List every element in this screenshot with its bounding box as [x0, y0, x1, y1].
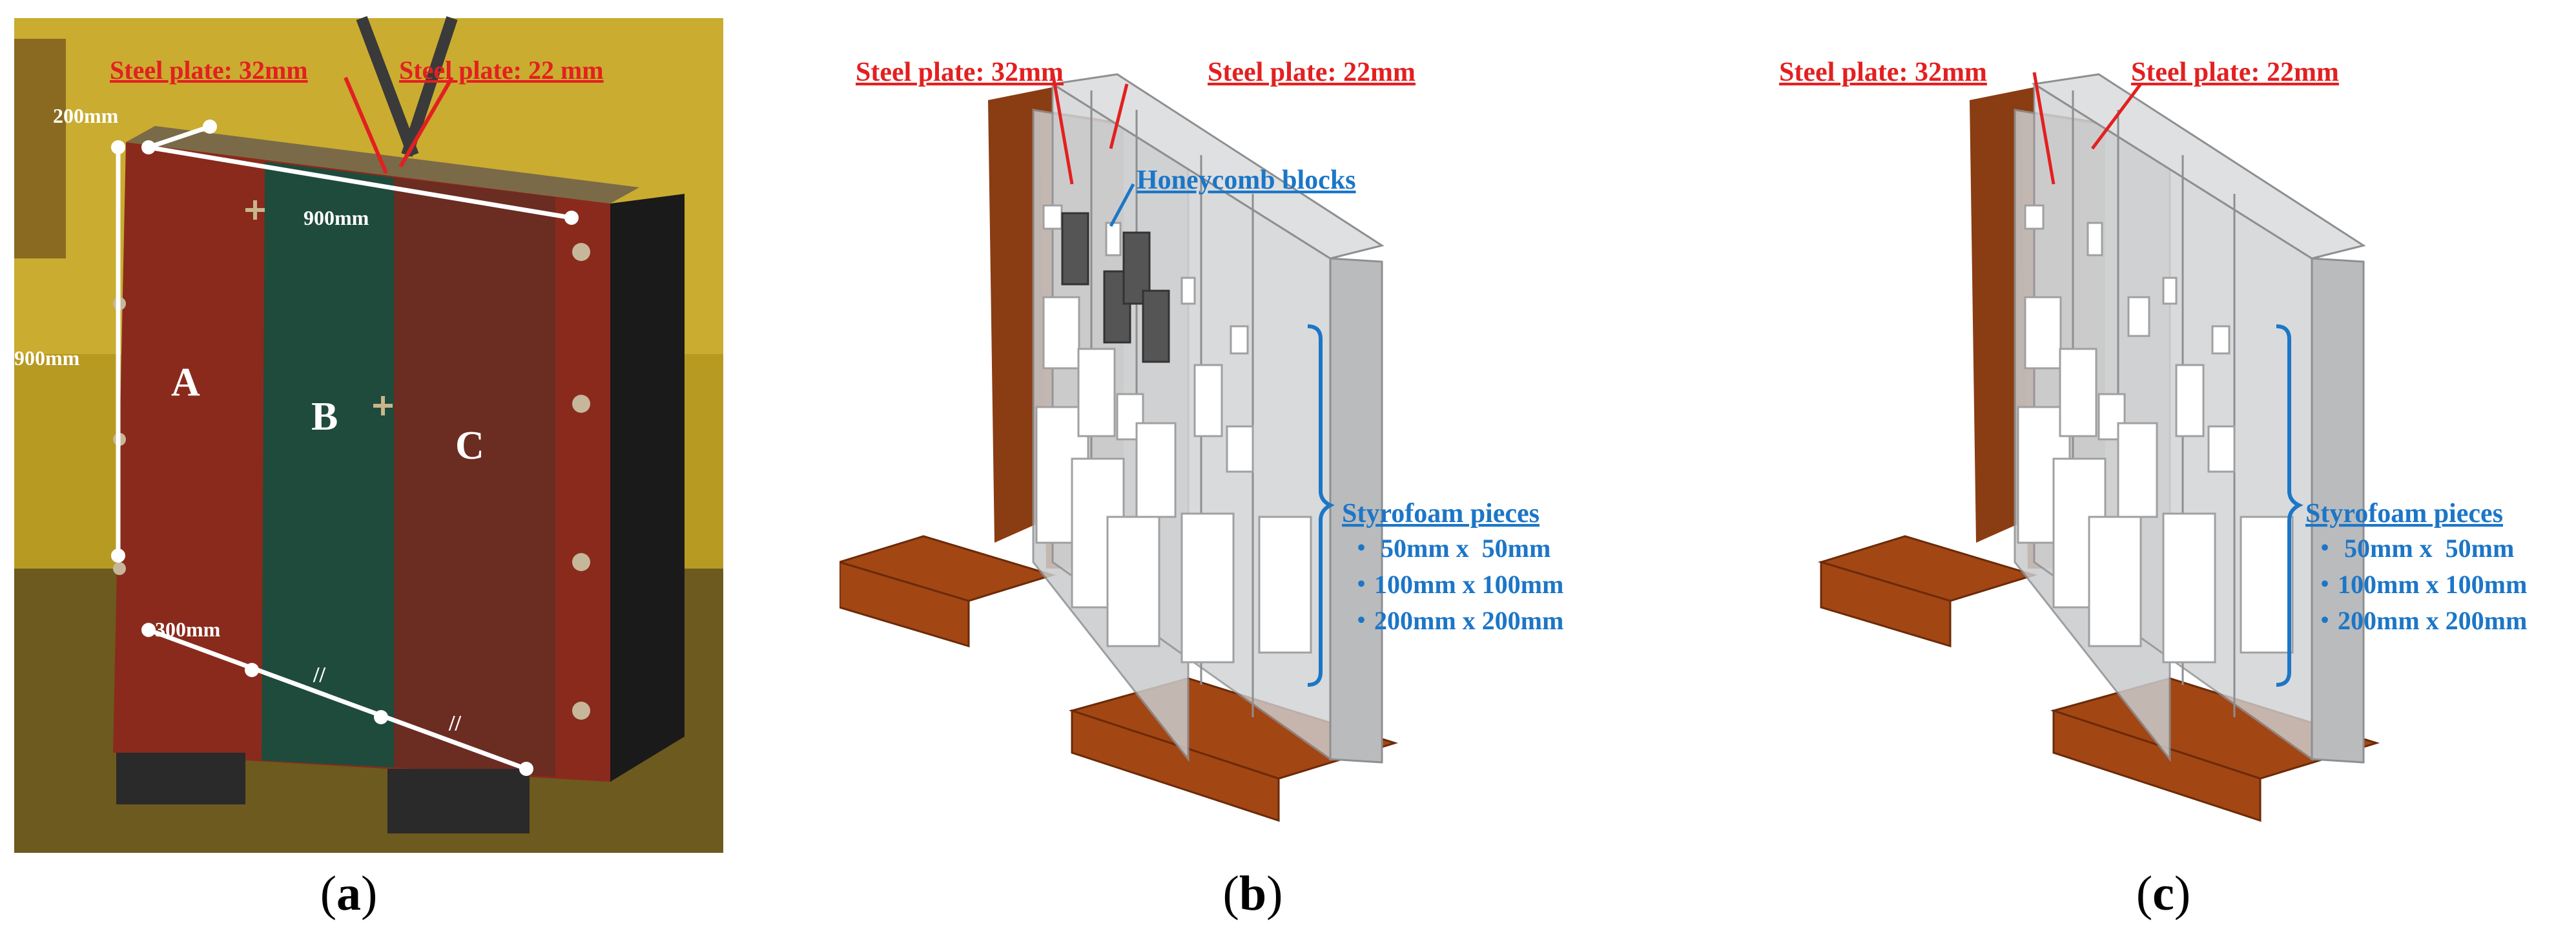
crosshair-marks	[245, 200, 393, 415]
glass-top	[2031, 73, 2366, 260]
dim-200mm: 200mm	[53, 104, 119, 127]
caption-a: (a)	[284, 866, 413, 922]
panel-a-photo: Steel plate: 32mm Steel plate: 22 mm 200…	[0, 0, 749, 942]
caption-paren: (	[2136, 866, 2153, 921]
styrofoam-pieces	[1035, 204, 1312, 664]
glass-edge	[2311, 257, 2365, 764]
glass-top	[1049, 73, 1385, 260]
break-mark: //	[313, 663, 325, 687]
caption-c: (c)	[2099, 866, 2228, 922]
zone-c-surface	[394, 178, 555, 777]
base-beam	[116, 753, 245, 804]
dim-900mm-left: 900mm	[14, 346, 80, 370]
size-200mm: ・200mm x 200mm	[1348, 606, 1563, 635]
dim-300mm: 300mm	[155, 618, 221, 641]
label-steel-plate-22: Steel plate: 22mm	[1208, 58, 1416, 87]
dimension-lines	[111, 120, 579, 776]
styrofoam-bracket	[1307, 324, 1335, 687]
base-beam	[387, 769, 530, 833]
crane-arm	[356, 16, 419, 158]
size-100mm: ・100mm x 100mm	[1348, 570, 1563, 599]
size-50mm: ・ 50mm x 50mm	[1348, 534, 1551, 563]
zone-b-surface	[262, 162, 394, 768]
label-steel-plate-32: Steel plate: 32mm	[1779, 58, 1987, 87]
crane-arm	[401, 16, 458, 157]
dim-900mm-top: 900mm	[304, 206, 369, 229]
pallet-stack	[14, 39, 66, 258]
photo-illustration: Steel plate: 32mm Steel plate: 22 mm 200…	[14, 16, 723, 853]
leader-lines	[1051, 72, 1129, 185]
caption-letter: a	[336, 866, 361, 921]
zone-label-b: B	[311, 395, 338, 439]
caption-paren: )	[361, 866, 378, 921]
panel-c-model: Steel plate: 32mm Steel plate: 22mm Styr…	[1744, 0, 2576, 942]
label-steel-plate-22: Steel plate: 22mm	[2131, 58, 2339, 87]
steel-frame-side	[610, 194, 685, 782]
label-styrofoam-pieces: Styrofoam pieces	[1342, 499, 1540, 529]
honeycomb-leader	[1109, 183, 1135, 227]
size-200mm: ・200mm x 200mm	[2312, 606, 2527, 635]
bolts	[113, 243, 590, 720]
label-steel-plate-32: Steel plate: 32mm	[856, 58, 1064, 87]
panel-b-model: Steel plate: 32mm Steel plate: 22mm Hone…	[840, 0, 1666, 942]
styrofoam-bracket	[2276, 324, 2303, 687]
caption-b: (b)	[1188, 866, 1317, 922]
size-50mm: ・ 50mm x 50mm	[2312, 534, 2514, 563]
break-mark: //	[448, 711, 461, 735]
size-100mm: ・100mm x 100mm	[2312, 570, 2527, 599]
caption-paren: (	[1222, 866, 1239, 921]
label-styrofoam-pieces: Styrofoam pieces	[2305, 499, 2503, 529]
label-steel-plate-22: Steel plate: 22 mm	[399, 56, 604, 85]
honeycomb-blocks	[1061, 212, 1170, 363]
caption-paren: )	[2174, 866, 2191, 921]
caption-paren: )	[1266, 866, 1283, 921]
zone-label-a: A	[171, 361, 200, 404]
caption-paren: (	[320, 866, 336, 921]
styrofoam-pieces	[2017, 204, 2294, 664]
caption-letter: b	[1239, 866, 1267, 921]
glass-edge	[1329, 257, 1383, 764]
model-illustration: Steel plate: 32mm Steel plate: 22mm Hone…	[840, 58, 1563, 822]
leader-lines	[2032, 72, 2142, 185]
label-honeycomb-blocks: Honeycomb blocks	[1137, 165, 1356, 195]
caption-letter: c	[2152, 866, 2174, 921]
leader-lines	[344, 76, 454, 174]
zone-label-c: C	[455, 424, 484, 468]
model-illustration: Steel plate: 32mm Steel plate: 22mm Styr…	[1779, 58, 2527, 822]
label-steel-plate-32: Steel plate: 32mm	[110, 56, 308, 85]
